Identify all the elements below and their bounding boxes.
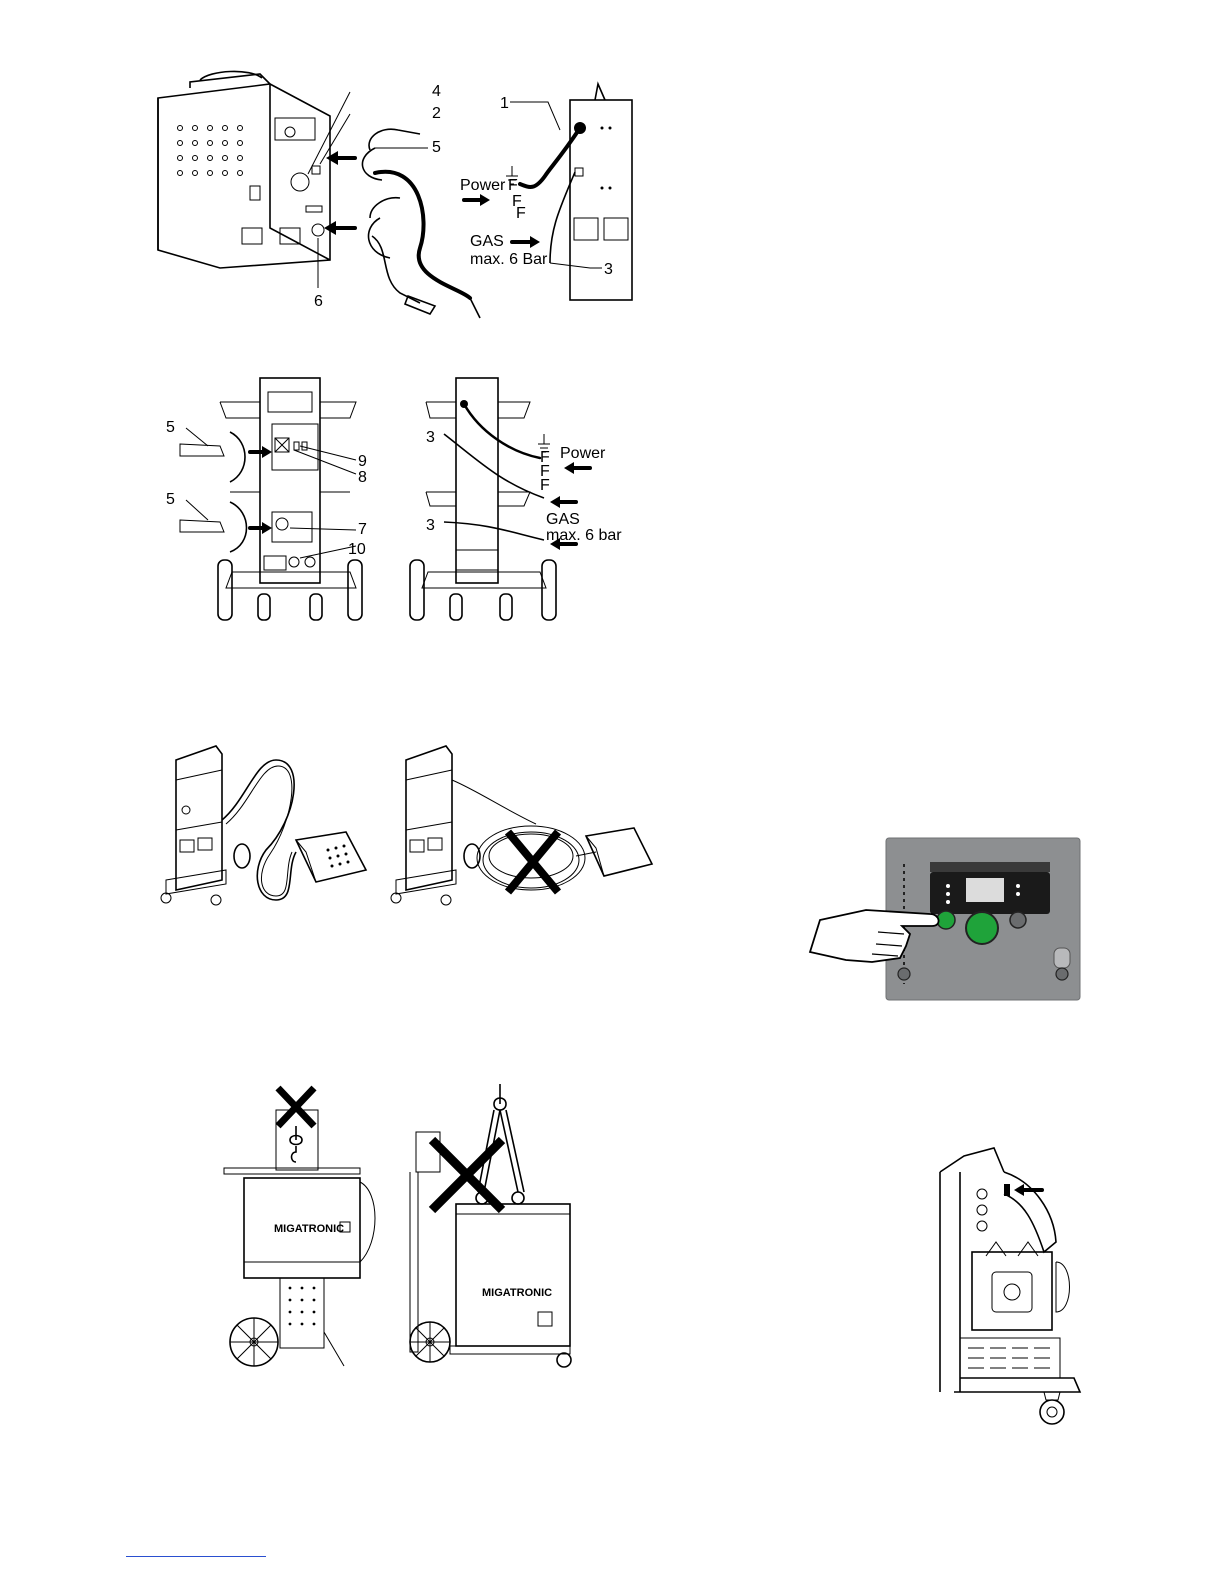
lower-left-button[interactable] (898, 968, 910, 980)
brand-logo-left: MIGATRONIC (274, 1223, 344, 1235)
lifting-illustration: MIGATRONIC MIGATRONIC (220, 1082, 590, 1372)
callout-3-upper: 3 (426, 429, 435, 446)
callout-10: 10 (348, 541, 366, 558)
cross-mark-icon (508, 832, 558, 892)
gas-label: GAS (470, 233, 504, 250)
gas-pressure-label: max. 6 Bar (470, 251, 548, 268)
callout-3-lower: 3 (426, 517, 435, 534)
lower-right-button[interactable] (1056, 968, 1068, 980)
callout-5-lower: 5 (166, 491, 175, 508)
callout-9: 9 (358, 453, 367, 470)
green-select-button[interactable] (937, 911, 955, 929)
callout-6: 6 (314, 293, 323, 310)
power-label-2: Power (560, 445, 606, 462)
figure-hose-routing (156, 740, 656, 910)
callout-4: 4 (432, 83, 441, 100)
figure-control-panel (806, 834, 1086, 1002)
main-control-knob[interactable] (966, 912, 998, 944)
vent-holes (178, 126, 243, 176)
figure-feeder-side (924, 1142, 1094, 1432)
power-label: Power (460, 177, 506, 194)
control-panel-illustration (806, 834, 1086, 1002)
callout-8: 8 (358, 469, 367, 486)
hose-routing-illustration (156, 740, 656, 910)
function-button[interactable] (1010, 912, 1026, 928)
trolley-connections-illustration: 5 5 9 8 7 10 3 3 F F F Power GAS max. 6 … (160, 372, 630, 622)
cross-mark-icon (278, 1088, 314, 1126)
footnote-separator (126, 1556, 266, 1557)
callout-1: 1 (500, 95, 509, 112)
feeder-side-illustration (924, 1142, 1094, 1432)
figure-machine-connections: 4 2 5 6 1 F F F Power 3 GAS max. 6 Bar (150, 78, 650, 328)
brand-logo-right: MIGATRONIC (482, 1287, 552, 1299)
figure-trolley-connections: 5 5 9 8 7 10 3 3 F F F Power GAS max. 6 … (160, 372, 630, 622)
figure-lifting: MIGATRONIC MIGATRONIC (220, 1082, 590, 1372)
phase-label-1: F (508, 177, 518, 194)
phase-label-c: F (540, 477, 550, 494)
switch-indicator (1004, 1184, 1010, 1196)
cross-mark-icon (432, 1140, 502, 1210)
callout-5: 5 (432, 139, 441, 156)
callout-7: 7 (358, 521, 367, 538)
callout-3: 3 (604, 261, 613, 278)
phase-label-3: F (516, 205, 526, 222)
gas-label-2: GAS (546, 511, 580, 528)
lcd-display (966, 878, 1004, 902)
callout-5-upper: 5 (166, 419, 175, 436)
callout-2: 2 (432, 105, 441, 122)
machine-connections-illustration: 4 2 5 6 1 F F F Power 3 GAS max. 6 Bar (150, 78, 650, 328)
